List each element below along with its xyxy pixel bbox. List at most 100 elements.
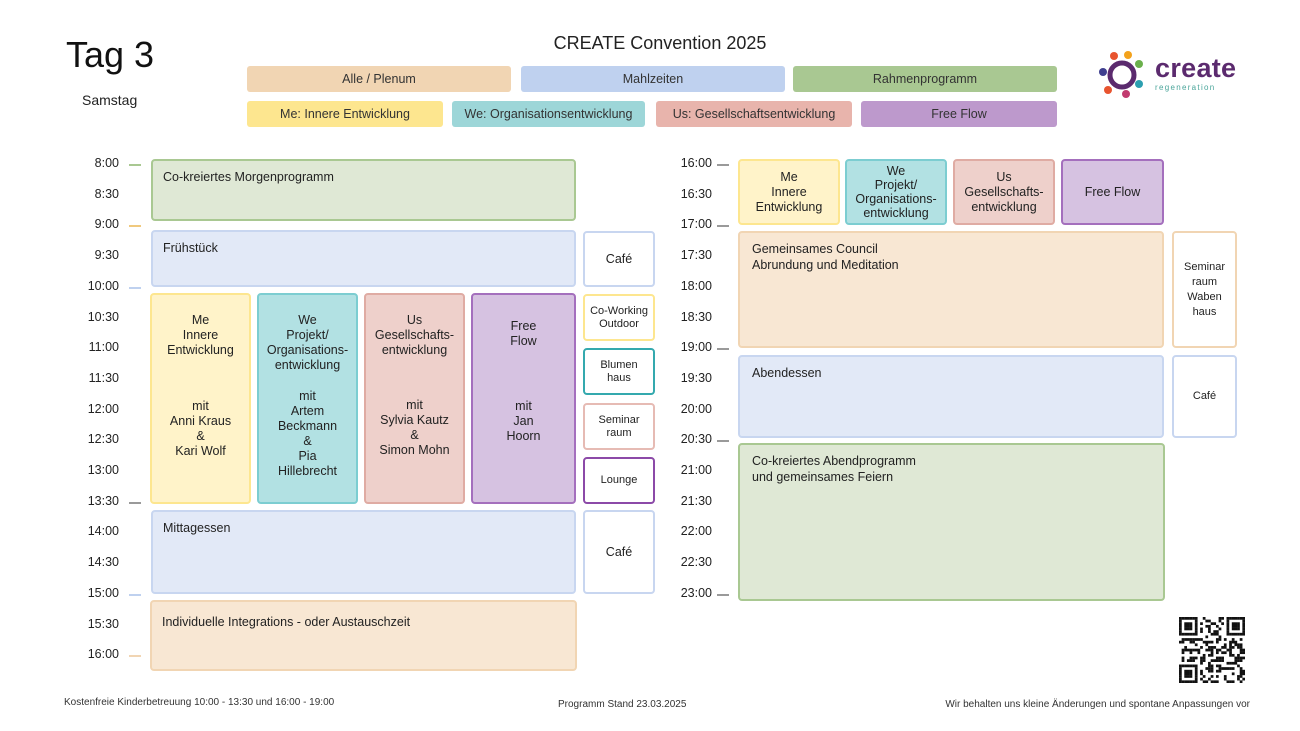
block-right-freeflow[interactable]: Free Flow [1061, 159, 1164, 225]
block-mittagessen-label: Mittagessen [163, 521, 231, 535]
time-label: 11:00 [88, 340, 119, 355]
room-lounge[interactable]: Lounge [583, 457, 655, 504]
time-label: 9:00 [94, 217, 119, 232]
legend-we: We: Organisationsentwicklung [452, 101, 645, 127]
time-label: 16:00 [680, 156, 712, 170]
time-label: 8:30 [94, 186, 119, 201]
block-integration[interactable]: Individuelle Integrations - oder Austaus… [150, 600, 577, 671]
time-label: 9:30 [94, 248, 119, 263]
time-label: 16:30 [680, 186, 712, 201]
time-label: 16:00 [87, 647, 119, 662]
block-morgenprogramm-label: Co-kreiertes Morgenprogramm [163, 170, 334, 184]
time-label: 22:30 [680, 555, 712, 570]
time-label: 13:30 [87, 493, 119, 508]
legend-mahlzeiten: Mahlzeiten [521, 66, 785, 92]
time-label: 12:00 [87, 401, 119, 416]
time-label: 19:00 [680, 340, 712, 355]
time-label: 17:30 [680, 248, 712, 263]
block-abendprogramm[interactable]: Co-kreiertes Abendprogramm und gemeinsam… [738, 443, 1165, 601]
time-label: 15:30 [87, 616, 119, 631]
footer-kinderbetreuung: Kostenfreie Kinderbetreuung 10:00 - 13:3… [64, 697, 335, 708]
footer-programm-stand: Programm Stand 23.03.2025 [558, 699, 687, 710]
time-label: 15:00 [87, 585, 119, 600]
time-label: 17:00 [680, 217, 712, 232]
qr-code-icon[interactable] [1179, 617, 1246, 684]
time-tick [717, 440, 729, 443]
block-council-subtitle: Abrundung und Meditation [752, 258, 899, 272]
block-fruehstueck-label: Frühstück [163, 241, 218, 255]
time-label: 14:30 [87, 555, 119, 570]
logo-wordmark: create [1155, 53, 1237, 83]
day-title: Tag 3 [66, 34, 155, 75]
time-tick [129, 655, 141, 658]
block-mittagessen[interactable]: Mittagessen [151, 510, 576, 594]
time-label: 20:00 [680, 401, 712, 416]
legend-freeflow: Free Flow [861, 101, 1057, 127]
block-fruehstueck[interactable]: Frühstück [151, 230, 576, 287]
block-abendprogramm-subtitle: und gemeinsames Feiern [752, 470, 894, 484]
time-tick [129, 593, 141, 596]
time-tick [717, 593, 729, 596]
time-label: 21:30 [680, 493, 712, 508]
time-tick [717, 225, 729, 228]
room-cafe-dinner[interactable]: Café [1172, 355, 1237, 438]
time-label: 11:30 [88, 370, 119, 385]
time-label: 18:30 [680, 309, 712, 324]
time-tick [129, 286, 141, 289]
block-council-title: Gemeinsames Council [752, 242, 878, 256]
time-label: 19:30 [680, 370, 712, 385]
time-tick [129, 225, 141, 228]
time-label: 12:30 [87, 432, 119, 447]
time-label: 13:00 [87, 463, 119, 477]
time-label: 23:00 [680, 585, 712, 600]
block-morgenprogramm[interactable]: Co-kreiertes Morgenprogramm [151, 159, 576, 221]
room-cafe-breakfast[interactable]: Café [583, 231, 655, 287]
time-label: 21:00 [680, 463, 712, 477]
time-label: 8:00 [94, 156, 119, 170]
footer-aenderungen: Wir behalten uns kleine Änderungen und s… [945, 699, 1250, 710]
time-label: 10:30 [87, 309, 119, 324]
block-integration-label: Individuelle Integrations - oder Austaus… [162, 615, 411, 629]
block-council[interactable]: Gemeinsames Council Abrundung und Medita… [738, 231, 1164, 348]
create-logo-icon [1098, 50, 1150, 100]
time-label: 20:30 [680, 432, 712, 447]
time-tick [717, 348, 729, 351]
time-tick [129, 501, 141, 504]
time-label: 14:00 [87, 524, 119, 539]
legend-us: Us: Gesellschaftsentwicklung [656, 101, 852, 127]
time-label: 22:00 [680, 524, 712, 539]
time-label: 10:00 [87, 278, 119, 293]
legend-me: Me: Innere Entwicklung [247, 101, 443, 127]
legend-plenum: Alle / Plenum [247, 66, 511, 92]
room-cafe-lunch[interactable]: Café [583, 510, 655, 594]
day-subtitle: Samstag [82, 92, 138, 108]
time-label: 18:00 [680, 278, 712, 293]
convention-title: CREATE Convention 2025 [553, 33, 767, 53]
block-abendessen-label: Abendessen [752, 366, 822, 380]
time-tick [129, 164, 141, 166]
logo-subtitle: regeneration [1155, 83, 1216, 92]
block-abendessen[interactable]: Abendessen [738, 355, 1164, 438]
legend-rahmenprogramm: Rahmenprogramm [793, 66, 1057, 92]
block-abendprogramm-title: Co-kreiertes Abendprogramm [752, 454, 916, 468]
time-tick [717, 164, 729, 166]
